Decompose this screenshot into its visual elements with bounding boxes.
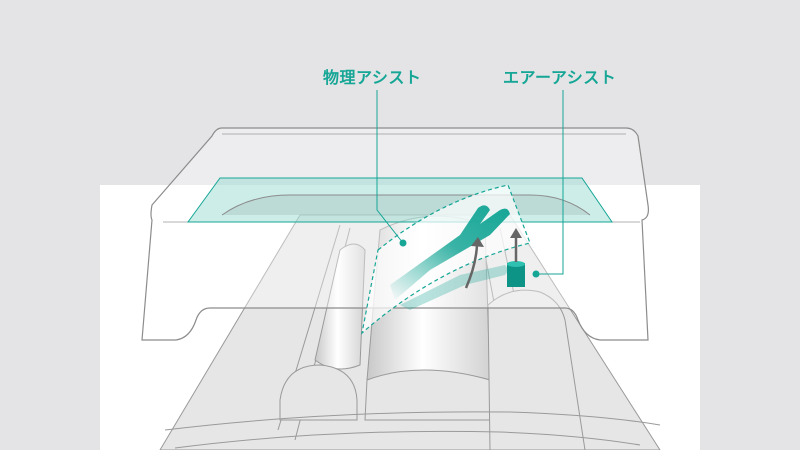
physical-assist-label: 物理アシスト [323,68,422,87]
physical-callout-line [376,90,404,244]
air-assist-label: エアーアシスト [503,68,617,87]
rotate-arrow-icon [464,244,479,289]
air-callout-line [536,90,564,275]
air-nozzle-icon [507,263,525,287]
right-roller [487,289,586,450]
tweezer-icon [390,205,510,300]
housing-outline [141,127,649,341]
